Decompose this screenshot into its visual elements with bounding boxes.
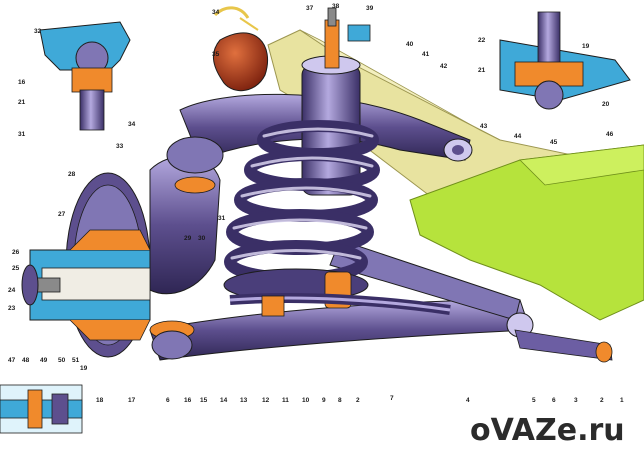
callout-number: 9 [322,397,326,404]
wheel-hub-assembly [21,172,151,358]
inset-upper-ball-joint [39,21,131,131]
callout-number: 5 [532,397,536,404]
callout-number: 45 [550,139,558,146]
callout-number: 16 [184,397,192,404]
callout-number: 27 [58,211,66,218]
callout-number: 11 [282,397,289,404]
callout-number: 37 [306,5,314,12]
subframe-cross-member [409,144,644,321]
callout-number: 17 [128,397,136,404]
callout-number: 39 [366,5,374,12]
callout-number: 21 [478,67,486,74]
callout-number: 24 [8,287,16,294]
callout-number: 43 [480,123,488,130]
rebound-buffer [213,6,269,92]
callout-number: 4 [466,397,470,404]
callout-number: 10 [302,397,310,404]
inset-bearing-section [0,384,83,434]
callout-number: 19 [80,365,88,372]
coil-spring [224,120,380,284]
callout-number: 19 [582,43,590,50]
callout-number: 32 [34,28,42,35]
callout-number: 28 [68,171,76,178]
callout-number: 34 [212,9,220,16]
callout-number: 16 [18,79,26,86]
callout-number: 38 [332,3,340,10]
callout-number: 49 [40,357,48,364]
watermark: oVAZe.ru [470,413,625,448]
callout-number: 8 [338,397,342,404]
callout-number: 1 [620,397,624,404]
callout-number: 48 [22,357,30,364]
callout-number: 35 [212,51,220,58]
callout-number: 33 [116,143,124,150]
callout-number: 29 [184,235,192,242]
callout-number: 42 [440,63,448,70]
callout-number: 6 [166,397,170,404]
callout-number: 30 [198,235,206,242]
callout-number: 34 [128,121,136,128]
callout-number: 2 [356,397,360,404]
callout-number: 14 [220,397,228,404]
callout-number: 6 [552,397,556,404]
callout-number: 3 [574,397,578,404]
callout-number: 23 [8,305,16,312]
coil-spring-highlight [230,127,374,260]
callout-number: 51 [72,357,80,364]
callout-number: 31 [18,131,26,138]
callout-number: 12 [262,397,270,404]
callout-number: 21 [18,99,26,106]
callout-number: 46 [606,131,614,138]
callout-number: 44 [514,133,522,140]
callout-number: 2 [600,397,604,404]
callout-number: 22 [478,37,486,44]
callout-number: 18 [96,397,104,404]
callout-number: 26 [12,249,20,256]
callout-number: 31 [218,215,226,222]
inset-lower-ball-joint [499,11,631,110]
stabilizer-bar [229,293,451,317]
callout-number: 7 [390,395,394,402]
callout-number: 20 [602,101,610,108]
callout-number: 50 [58,357,66,364]
callout-number: 25 [12,265,20,272]
callout-number: 47 [8,357,16,364]
callout-number: 13 [240,397,248,404]
callout-number: 40 [406,41,414,48]
steering-knuckle [149,136,224,360]
callout-number: 41 [422,51,430,58]
callout-number: 15 [200,397,208,404]
